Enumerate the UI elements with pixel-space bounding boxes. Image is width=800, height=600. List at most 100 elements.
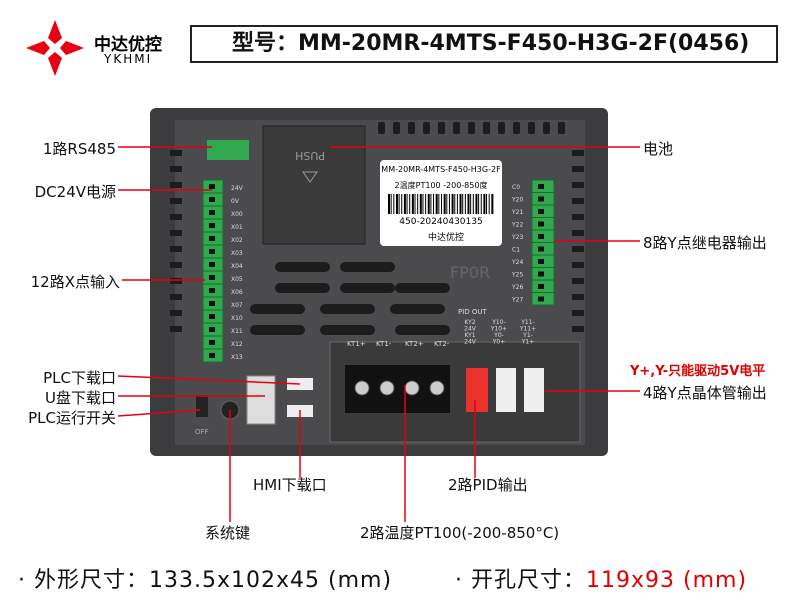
pid-connector[interactable] <box>466 368 488 412</box>
terminal-screw-icon <box>209 210 215 215</box>
vent <box>572 278 584 284</box>
y-terminal-label: Y20 <box>511 197 523 204</box>
barcode-bar <box>446 194 448 214</box>
x-terminal-label: X07 <box>231 302 243 309</box>
terminal-screw-icon <box>538 234 544 239</box>
rs485-terminal[interactable] <box>207 140 249 160</box>
terminal-screw-icon <box>209 353 215 358</box>
x-terminal-label: X12 <box>231 341 243 348</box>
x-terminal-label: X05 <box>231 276 243 283</box>
y-terminal-label: Y25 <box>511 272 523 279</box>
pid-pin-label: KY1 <box>464 332 475 339</box>
vent <box>572 310 584 316</box>
callout-y-relay: 8路Y点继电器输出 <box>643 234 767 252</box>
vent <box>543 122 550 134</box>
vent <box>170 182 182 188</box>
y-connector-1[interactable] <box>496 368 516 412</box>
pid-pin-label: Y11+ <box>519 326 536 333</box>
vent <box>558 122 565 134</box>
barcode-bar <box>480 194 482 214</box>
barcode-bar <box>388 194 390 214</box>
pid-out-label: PID OUT <box>458 308 488 316</box>
barcode-bar <box>475 194 478 214</box>
x-terminal-label: 0V <box>231 198 240 205</box>
kt-label: KT2- <box>434 340 450 348</box>
barcode-bar <box>438 194 440 214</box>
barcode-bar <box>464 194 466 214</box>
vent <box>170 166 182 172</box>
run-switch[interactable] <box>196 395 208 417</box>
kt-label: KT1+ <box>347 340 366 348</box>
vent <box>572 198 584 204</box>
barcode-bar <box>411 194 414 214</box>
brand-name: 中达优控 <box>94 35 162 55</box>
vent <box>453 122 460 134</box>
arrow-icon <box>302 171 318 183</box>
pid-pin-label: 24V <box>464 326 477 333</box>
vent <box>423 122 430 134</box>
callout-plc-download: PLC下载口 <box>43 369 116 387</box>
barcode-bar <box>425 194 427 214</box>
outer-size-label: · 外形尺寸： <box>18 568 149 593</box>
y-terminal-label: C1 <box>512 247 520 254</box>
y-terminal-label: Y23 <box>511 234 523 241</box>
vent <box>393 122 400 134</box>
vent <box>572 214 584 220</box>
terminal-screw-icon <box>538 196 544 202</box>
barcode-bar <box>456 194 458 214</box>
vent-slot <box>390 304 445 314</box>
pid-pin-label: Y1- <box>522 332 533 339</box>
barcode-bar <box>486 194 488 214</box>
callout-rs485: 1路RS485 <box>42 140 116 158</box>
barcode-bar <box>409 194 411 214</box>
model-title: 型号：MM-20MR-4MTS-F450-H3G-2F(0456) <box>190 25 778 63</box>
barcode-bar <box>417 194 419 214</box>
vent-slot <box>250 325 305 335</box>
vent <box>170 310 182 316</box>
vent-slot <box>250 304 305 314</box>
barcode-bar <box>401 194 403 214</box>
kt-label: KT2+ <box>405 340 424 348</box>
screw-icon <box>429 380 445 396</box>
terminal-screw-icon <box>209 301 215 306</box>
callout-pt100: 2路温度PT100(-200-850°C) <box>360 524 560 542</box>
barcode-bar <box>419 194 422 214</box>
vent-slot <box>395 283 450 293</box>
callout-run-switch: PLC运行开关 <box>28 409 116 427</box>
vent <box>572 326 584 332</box>
vent <box>170 246 182 252</box>
callout-lines <box>117 146 640 522</box>
barcode-bar <box>422 194 424 214</box>
x-terminal-label: X01 <box>231 224 243 231</box>
barcode-bar <box>459 194 462 214</box>
callout-battery: 电池 <box>643 140 674 158</box>
x-terminal-label: X10 <box>231 315 243 322</box>
pid-pin-label: Y10- <box>491 319 505 326</box>
pid-pin-label: Y0+ <box>492 339 506 346</box>
barcode-bar <box>435 194 438 214</box>
barcode-bar <box>406 194 408 214</box>
y-terminal-label: Y26 <box>511 284 523 291</box>
terminal-screw-icon <box>538 246 544 252</box>
terminal-screw-icon <box>209 236 215 241</box>
barcode-bar <box>427 194 430 214</box>
barcode <box>388 194 494 214</box>
vent-slot <box>395 325 450 335</box>
vent <box>483 122 490 134</box>
vent <box>170 214 182 220</box>
terminal-screw-icon <box>209 275 215 280</box>
terminal-screw-icon <box>209 327 215 332</box>
x-terminal-label: X02 <box>231 237 243 244</box>
usb-port[interactable] <box>246 375 276 425</box>
barcode-bar <box>430 194 432 214</box>
x-terminal-label: X11 <box>231 328 243 335</box>
barcode-bar <box>441 194 442 214</box>
vent-slot <box>340 262 395 272</box>
y-terminal-label: Y24 <box>511 259 523 266</box>
y-connector-2[interactable] <box>524 368 544 412</box>
barcode-bar <box>483 194 486 214</box>
terminal-screw-icon <box>538 209 544 214</box>
barcode-bar <box>448 194 450 214</box>
